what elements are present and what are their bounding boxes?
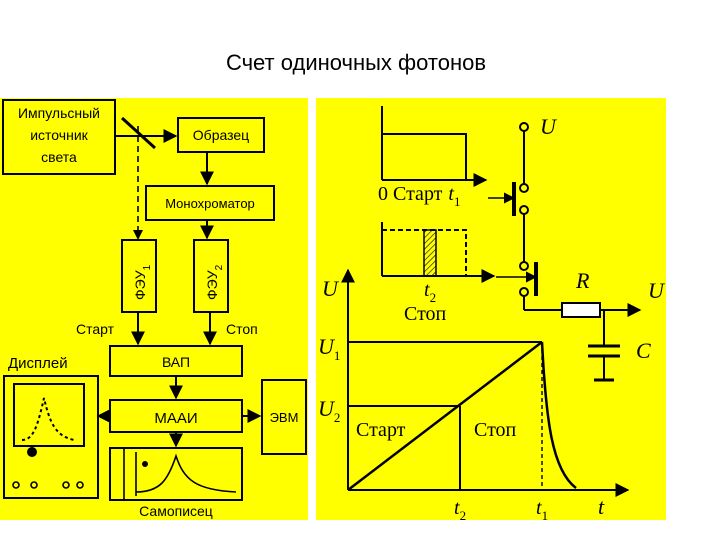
u-switch-label: U bbox=[540, 114, 558, 139]
graph-start-label: Старт bbox=[356, 419, 406, 441]
recorder-curve bbox=[135, 453, 237, 493]
source-label-2: источник bbox=[30, 127, 88, 143]
u1-label: U1 bbox=[318, 334, 340, 363]
recorder-label: Самописец bbox=[139, 503, 213, 519]
t2-pulse-label: t2 bbox=[424, 279, 436, 305]
recorder-box bbox=[109, 447, 243, 501]
start-pulse bbox=[382, 133, 467, 180]
block-labels: Импульсный источник света Образец Монохр… bbox=[8, 105, 298, 519]
sample-box bbox=[177, 117, 265, 153]
display-curve bbox=[21, 397, 75, 441]
graph-stop-label: Стоп bbox=[474, 419, 517, 441]
start-label: Старт bbox=[76, 321, 115, 337]
stop-pulse bbox=[382, 229, 467, 276]
u2-label: U2 bbox=[318, 396, 340, 425]
monochromator-box bbox=[145, 185, 275, 221]
source-label-3: света bbox=[41, 149, 77, 165]
monochromator-label: Монохроматор bbox=[165, 196, 255, 211]
decay-curve bbox=[540, 341, 577, 489]
stop-label: Стоп bbox=[226, 321, 258, 337]
ramp-line bbox=[347, 341, 543, 491]
block-diagram bbox=[2, 99, 307, 501]
u-out-label: U bbox=[648, 278, 666, 303]
source-label-1: Импульсный bbox=[18, 105, 100, 121]
u-axis-label: U bbox=[322, 276, 340, 301]
sample-label: Образец bbox=[193, 127, 249, 143]
display-box bbox=[3, 375, 99, 499]
timing-diagram bbox=[341, 106, 642, 497]
display-screen bbox=[13, 383, 85, 447]
pmt2-label: ФЭУ2 bbox=[204, 264, 225, 300]
resistor bbox=[561, 302, 601, 318]
x-t1-label: t1 bbox=[536, 497, 548, 523]
mca-label: МААИ bbox=[154, 410, 197, 427]
stop-pulse-label: Стоп bbox=[404, 303, 447, 325]
stop-pulse-hatch bbox=[423, 229, 437, 277]
computer-box bbox=[261, 379, 307, 455]
pmt1-label: ФЭУ1 bbox=[132, 264, 153, 300]
computer-label: ЭВМ bbox=[270, 410, 299, 425]
c-label: C bbox=[636, 338, 651, 363]
r-label: R bbox=[575, 268, 590, 293]
left-panel bbox=[0, 98, 308, 520]
beam-splitter bbox=[120, 116, 157, 150]
x-t2-label: t2 bbox=[454, 497, 466, 523]
x-axis-label: t bbox=[598, 494, 605, 519]
slide-title: Счет одиночных фотонов bbox=[225, 50, 487, 75]
display-label: Дисплей bbox=[8, 355, 68, 372]
tac-label: ВАП bbox=[162, 354, 190, 370]
